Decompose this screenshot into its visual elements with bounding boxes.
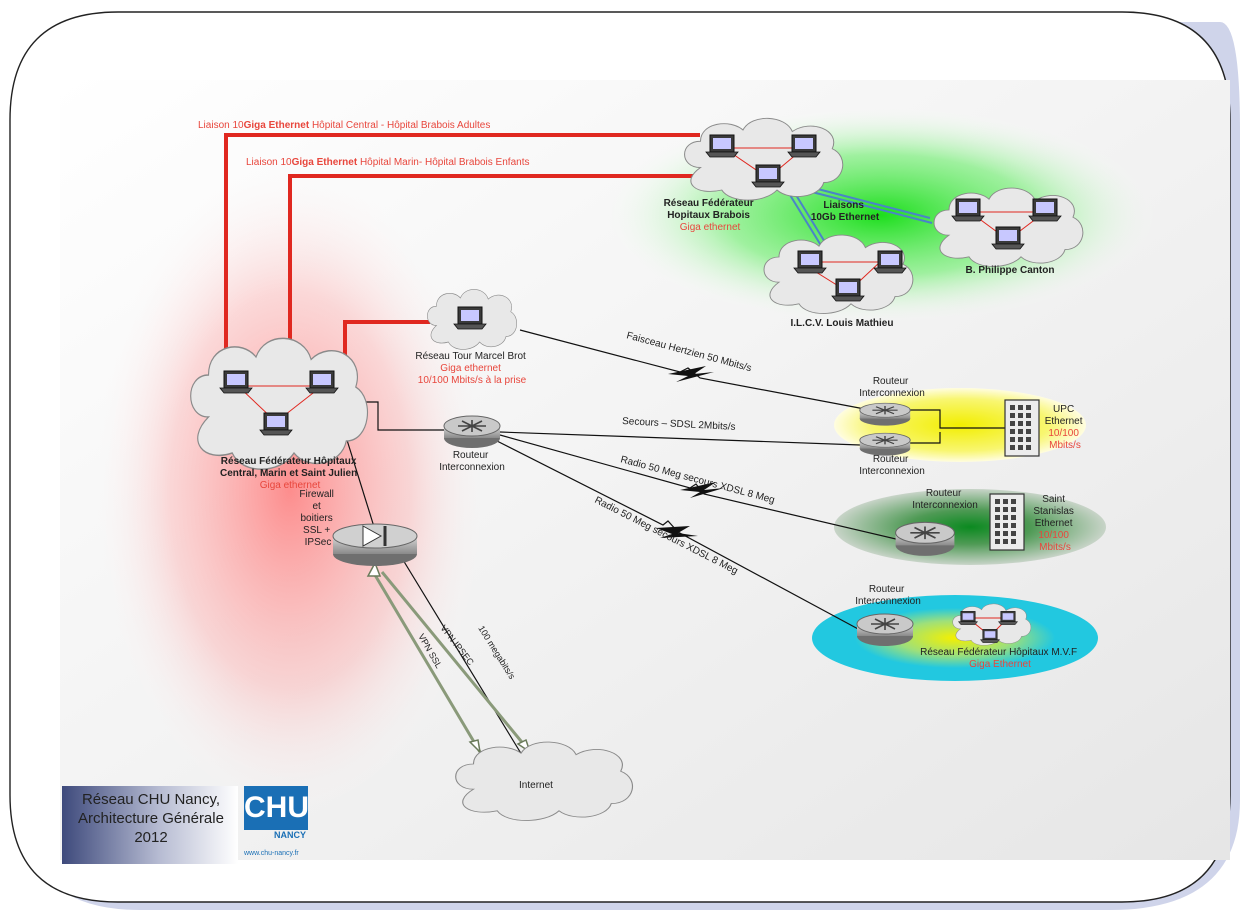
caption: Réseau CHU Nancy, Architecture Générale … — [62, 790, 240, 847]
red-links — [224, 133, 716, 370]
central-cloud — [189, 337, 369, 470]
router-stanislas-title: Routeur Interconnexion — [912, 488, 978, 511]
brabois-cloud — [684, 117, 844, 201]
canton-title: B. Philippe Canton — [966, 265, 1055, 276]
upc-building-icon — [1004, 399, 1040, 457]
upc-title: UPC Ethernet 10/100 Mbits/s — [1045, 404, 1086, 451]
central-title: Réseau Fédérateur Hôpitaux Central, Mari… — [220, 456, 360, 491]
lightning-icons — [656, 366, 724, 538]
caption-line: 2012 — [134, 829, 168, 846]
router-main-icon — [443, 415, 501, 449]
stanislas-title: Saint Stanislas Ethernet 10/100 Mbits/s — [1033, 494, 1076, 553]
chu-logo-url: www.chu-nancy.fr — [244, 850, 299, 857]
internet-title: Internet — [519, 780, 553, 791]
tour-title: Réseau Tour Marcel Brot Giga ethernet 10… — [415, 351, 528, 386]
cloud-inner-links — [236, 147, 1047, 637]
stanislas-building-icon — [989, 493, 1025, 551]
ilcv-cloud — [763, 234, 914, 314]
mvf-zone — [812, 595, 1098, 681]
chu-logo-text: CHU — [244, 786, 309, 830]
caption-box — [62, 786, 238, 864]
black-links — [346, 329, 1005, 761]
brabois-title: Réseau Fédérateur Hopitaux Brabois Giga … — [664, 198, 757, 233]
liaison-2-label: Liaison 10Giga Ethernet Hôpital Marin- H… — [246, 157, 529, 168]
router-upc-top-icon — [859, 402, 911, 427]
ilcv-title: I.L.C.V. Louis Mathieu — [791, 318, 894, 329]
liaison-1-label: Liaison 10Giga Ethernet Hôpital Central … — [198, 120, 490, 131]
chu-logo: CHU NANCY www.chu-nancy.fr — [244, 786, 314, 862]
caption-line: Architecture Générale — [78, 810, 224, 827]
firewall-icon — [332, 523, 418, 566]
router-mvf-icon — [856, 613, 914, 647]
router-main-title: Routeur Interconnexion — [439, 450, 505, 473]
firewall-title: Firewall et boitiers SSL + IPSec — [299, 489, 336, 548]
router-upc-bottom-title: Routeur Interconnexion — [859, 454, 925, 477]
chu-logo-sub: NANCY — [274, 830, 307, 840]
caption-line: Réseau CHU Nancy, — [81, 791, 221, 808]
router-stanislas-icon — [894, 521, 956, 557]
router-mvf-title: Routeur Interconnexion — [855, 584, 921, 607]
central-zone — [90, 160, 490, 820]
mvf-title: Réseau Fédérateur Hôpitaux M.V.F Giga Et… — [920, 647, 1080, 670]
router-upc-bottom-icon — [859, 432, 911, 457]
liaisons-10gb-label: Liaisons 10Gb Ethernet — [811, 200, 880, 223]
router-upc-top-title: Routeur Interconnexion — [859, 376, 925, 399]
